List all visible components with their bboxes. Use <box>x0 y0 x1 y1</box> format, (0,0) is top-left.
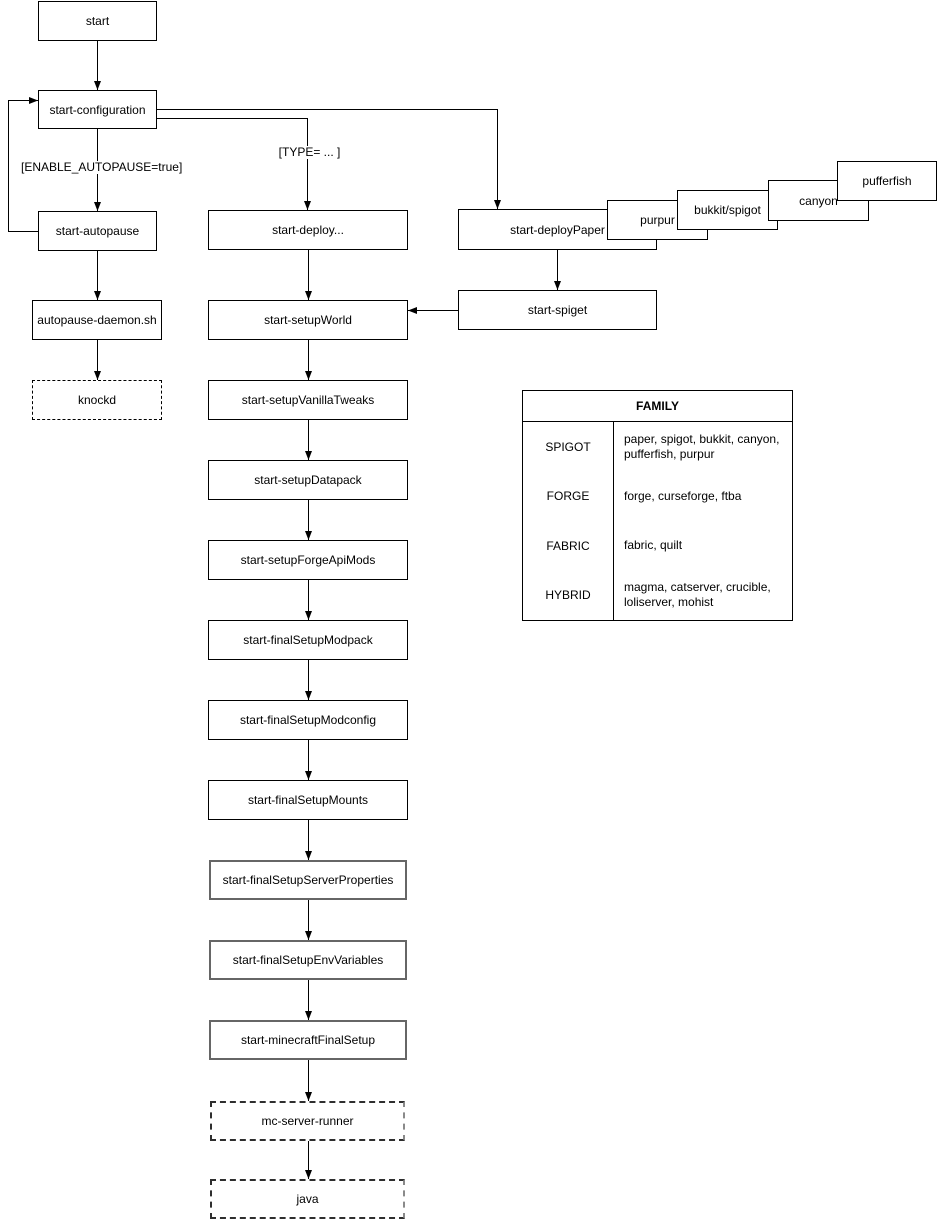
node-start: start <box>38 1 157 41</box>
node-start-setupForgeApiMods: start-setupForgeApiMods <box>208 540 408 580</box>
table-row: FABRIC fabric, quilt <box>523 521 792 571</box>
table-row: SPIGOT paper, spigot, bukkit, canyon, pu… <box>523 422 792 472</box>
family-cell: SPIGOT <box>523 422 614 472</box>
node-pufferfish: pufferfish <box>837 161 937 201</box>
node-knockd: knockd <box>32 380 162 420</box>
node-start-finalSetupMounts: start-finalSetupMounts <box>208 780 408 820</box>
members-cell: fabric, quilt <box>624 538 683 553</box>
family-cell: FORGE <box>523 471 614 521</box>
family-table: FAMILY SPIGOT paper, spigot, bukkit, can… <box>522 390 793 621</box>
node-start-spiget: start-spiget <box>458 290 657 330</box>
edge-label-enable-autopause: [ENABLE_AUTOPAUSE=true] <box>20 160 183 174</box>
node-start-deploy: start-deploy... <box>208 210 408 250</box>
family-cell: HYBRID <box>523 570 614 620</box>
node-start-setupDatapack: start-setupDatapack <box>208 460 408 500</box>
node-start-setupWorld: start-setupWorld <box>208 300 408 340</box>
family-cell: FABRIC <box>523 521 614 571</box>
edge-configuration-to-deployPaper <box>157 109 501 209</box>
node-start-finalSetupEnvVariables: start-finalSetupEnvVariables <box>209 940 407 980</box>
node-start-autopause: start-autopause <box>38 211 157 251</box>
node-start-finalSetupModpack: start-finalSetupModpack <box>208 620 408 660</box>
node-start-minecraftFinalSetup: start-minecraftFinalSetup <box>209 1020 407 1060</box>
members-cell: magma, catserver, crucible, loliserver, … <box>624 580 771 610</box>
node-java: java <box>210 1179 405 1219</box>
family-table-body: SPIGOT paper, spigot, bukkit, canyon, pu… <box>523 422 792 620</box>
node-bukkit-spigot: bukkit/spigot <box>677 190 778 230</box>
node-start-configuration: start-configuration <box>38 90 157 129</box>
node-start-finalSetupServerProperties: start-finalSetupServerProperties <box>209 860 407 900</box>
table-row: HYBRID magma, catserver, crucible, lolis… <box>523 570 792 620</box>
node-start-setupVanillaTweaks: start-setupVanillaTweaks <box>208 380 408 420</box>
family-table-title: FAMILY <box>523 391 792 422</box>
table-row: FORGE forge, curseforge, ftba <box>523 471 792 521</box>
members-cell: forge, curseforge, ftba <box>624 488 742 503</box>
node-mc-server-runner: mc-server-runner <box>210 1101 405 1141</box>
node-autopause-daemon: autopause-daemon.sh <box>32 300 162 340</box>
edge-label-type: [TYPE= ... ] <box>266 146 353 159</box>
node-start-finalSetupModconfig: start-finalSetupModconfig <box>208 700 408 740</box>
members-cell: paper, spigot, bukkit, canyon, pufferfis… <box>624 431 780 461</box>
